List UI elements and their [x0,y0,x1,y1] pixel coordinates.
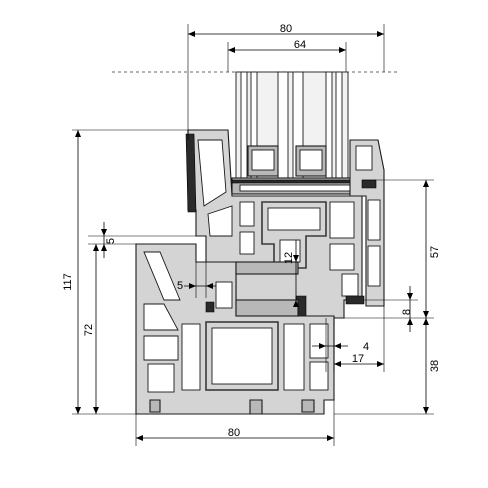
dim-label-top-64: 64 [294,39,306,51]
dim-label-right-57: 57 [429,246,441,258]
dim-label-bottom-80: 80 [228,427,240,439]
dim-mid-12: 12 [283,240,299,307]
dim-label-bottom-4: 4 [363,341,369,353]
sash-outer-gasket-area [349,139,385,307]
dim-label-bottom-17: 17 [352,353,364,365]
dim-mid-offset: 5 [177,262,216,298]
dim-label-top-80: 80 [280,23,292,35]
dim-right-38: 38 [334,318,441,415]
dim-bottom-4: 4 [312,318,369,372]
dim-label-mid-5: 5 [177,280,183,292]
dim-label-left-117: 117 [62,273,74,291]
dim-bottom-overall: 80 [135,400,335,446]
frame-profile [135,243,335,415]
hardware-channel [205,261,299,317]
dim-label-right-8: 8 [401,309,413,315]
dim-top-glazing: 64 [227,39,347,72]
dim-top-overall: 80 [187,23,385,140]
dim-right-57: 57 [344,179,441,319]
dim-left-total: 117 [62,129,188,415]
dim-label-left-72: 72 [83,324,95,336]
glazing-bead [231,177,363,195]
dim-label-left-5: 5 [105,238,117,244]
glazing-unit [235,71,349,181]
dim-label-mid-12: 12 [283,252,295,264]
dim-left-frame: 72 [83,243,136,414]
dim-left-small: 5 [88,222,196,258]
dim-right-8: 8 [364,286,418,332]
dim-bottom-17: 17 [334,306,385,372]
dim-label-right-38: 38 [429,360,441,372]
sash-profile [185,129,365,319]
